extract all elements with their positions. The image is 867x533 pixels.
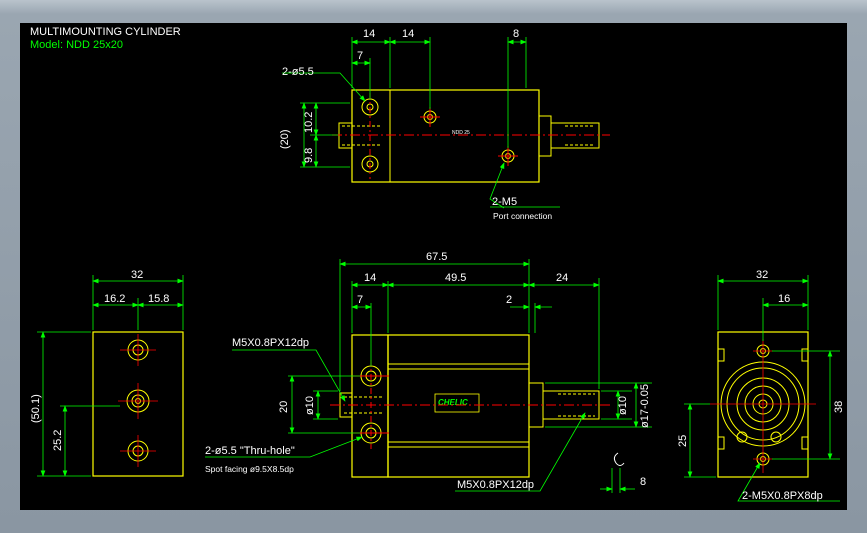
top-body-outline [351,89,540,183]
end-vdim-38: 38 [833,401,845,413]
front-thread-callout-left: M5X0.8PX12dp [232,337,309,349]
top-dim-14a: 14 [363,28,375,40]
front-vdim-d10-right: ø10 [617,396,629,415]
front-vdim-d10-left: ø10 [304,396,316,415]
side-view: 32 16.2 15.8 (50.1) 25.2 [30,269,184,477]
side-dim-16-2: 16.2 [104,293,125,305]
brand-label: CHELIC [438,398,468,407]
front-rod-dim-8: 8 [640,476,646,488]
side-dim-32: 32 [131,269,143,281]
end-thread-callout: 2-M5X0.8PX8dp [742,490,823,502]
front-dim-7: 7 [357,294,363,306]
front-dim-14: 14 [364,272,376,284]
top-vdim-9-8: 9.8 [303,148,315,163]
top-hole-callout: 2-ø5.5 [282,66,314,78]
top-body-tag: NDD 25 [452,130,470,136]
top-dim-7: 7 [357,50,363,62]
wrench-icon [613,452,625,466]
model-label: Model: NDD 25x20 [30,39,123,51]
front-dim-2: 2 [506,294,512,306]
side-dim-15-8: 15.8 [148,293,169,305]
front-vdim-20: 20 [278,401,290,413]
port-note: Port connection [493,211,552,221]
front-dim-24: 24 [556,272,568,284]
port-callout: 2-M5 [492,196,517,208]
top-view: NDD 25 14 1 [279,28,610,221]
front-view: CHELIC [205,251,652,493]
drawing-viewport[interactable]: MULTIMOUNTING CYLINDER Model: NDD 25x20 [20,23,847,510]
top-vdim-10-2: 10.2 [303,112,315,133]
front-dim-49-5: 49.5 [445,272,466,284]
top-dim-8: 8 [513,28,519,40]
drawing-canvas: MULTIMOUNTING CYLINDER Model: NDD 25x20 [30,26,845,502]
side-vdim-25-2: 25.2 [52,430,64,451]
end-dim-32: 32 [756,269,768,281]
side-vdim-50-1: (50.1) [30,394,42,423]
end-dim-16: 16 [778,293,790,305]
front-hole-callout: 2-ø5.5 "Thru-hole" [205,445,295,457]
top-vdim-20: (20) [279,129,291,149]
end-vdim-25: 25 [677,435,689,447]
side-body-outline [92,331,184,477]
end-view: 32 16 38 25 2-M5X0.8PX8dp [677,269,845,502]
front-thread-callout-right: M5X0.8PX12dp [457,479,534,491]
top-dim-14b: 14 [402,28,414,40]
drawing-title: MULTIMOUNTING CYLINDER [30,26,181,38]
front-dim-67-5: 67.5 [426,251,447,263]
front-vdim-d17: ø17-0.05 [639,384,651,428]
front-spot-facing: Spot facing ø9.5X8.5dp [205,464,294,474]
